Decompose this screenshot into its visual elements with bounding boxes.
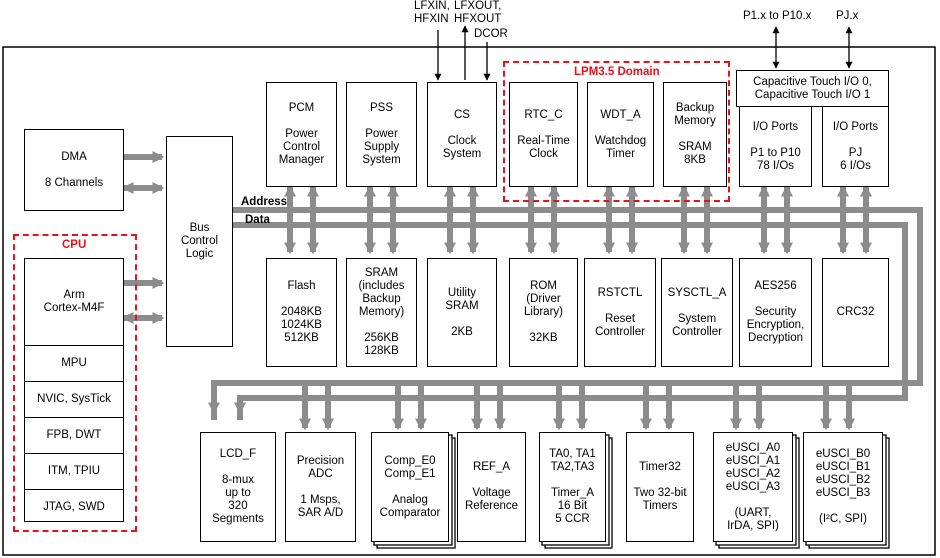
- utility-sram-text: Utility SRAM 2KB: [445, 286, 479, 338]
- rstctl-text: RSTCTL Reset Controller: [595, 286, 645, 338]
- ref-a-block: REF_A Voltage Reference: [457, 432, 526, 542]
- crc32-block: CRC32: [822, 258, 889, 367]
- data-bus-label: Data: [245, 214, 270, 226]
- rtc-text: RTC_C Real-Time Clock: [517, 108, 570, 160]
- dma-text: DMA 8 Channels: [44, 150, 104, 189]
- address-bus-label: Address: [241, 196, 288, 208]
- timer-a-block: TA0, TA1 TA2,TA3 Timer_A 16 Bit 5 CCR: [539, 432, 606, 542]
- bus-control-logic-block: Bus Control Logic: [166, 136, 233, 347]
- sysctl-a-block: SYSCTL_A System Controller: [661, 258, 733, 367]
- comp-text: Comp_E0 Comp_E1 Analog Comparator: [379, 454, 441, 519]
- lpm35-domain-outline: [503, 61, 730, 202]
- cpu-domain-label: CPU: [62, 239, 87, 251]
- cs-text: CS Clock System: [442, 108, 482, 160]
- cpu-domain-outline: [13, 234, 137, 532]
- eusci-a-block: eUSCI_A0 eUSCI_A1 eUSCI_A2 eUSCI_A3 (UAR…: [713, 432, 793, 542]
- lpm35-domain-label: LPM3.5 Domain: [574, 66, 660, 78]
- external-signal-lines: [434, 25, 853, 81]
- utility-sram-block: Utility SRAM 2KB: [427, 258, 497, 367]
- nvic-systick-unit: NVIC, SysTick: [25, 382, 123, 418]
- pss-block: PSS Power Supply System: [346, 82, 417, 187]
- backup-sram-text: Backup Memory SRAM 8KB: [674, 102, 716, 166]
- dma-block: DMA 8 Channels: [24, 129, 124, 211]
- timer-a-text: TA0, TA1 TA2,TA3 Timer_A 16 Bit 5 CCR: [549, 448, 596, 525]
- system-bus: [121, 151, 923, 431]
- cap-touch-text: Capacitive Touch I/O 0, Capacitive Touch…: [753, 75, 872, 101]
- wdt-a-block: WDT_A Watchdog Timer: [587, 82, 654, 187]
- pcm-text: PCM Power Control Manager: [278, 102, 325, 166]
- rtc-c-block: RTC_C Real-Time Clock: [509, 82, 578, 187]
- fpb-dwt-unit: FPB, DWT: [25, 418, 123, 454]
- pcm-block: PCM Power Control Manager: [266, 82, 337, 187]
- adc-text: Precision ADC 1 Msps, SAR A/D: [296, 454, 345, 519]
- bus-control-text: Bus Control Logic: [180, 222, 219, 260]
- pj-label: PJ.x: [836, 10, 859, 22]
- rstctl-block: RSTCTL Reset Controller: [584, 258, 656, 367]
- flash-block: Flash 2048KB 1024KB 512KB: [266, 258, 337, 367]
- timer32-text: Timer32 Two 32-bit Timers: [633, 461, 687, 512]
- cortex-m4f-core: Arm Cortex-M4F: [25, 259, 123, 346]
- lcd-text: LCD_F 8-mux up to 320 Segments: [212, 448, 264, 525]
- capacitive-touch-block: Capacitive Touch I/O 0, Capacitive Touch…: [736, 70, 889, 107]
- lcd-f-block: LCD_F 8-mux up to 320 Segments: [200, 432, 276, 542]
- lfxin-label: LFXIN, HFXIN: [414, 0, 450, 25]
- lfxout-label: LFXOUT, HFXOUT: [454, 0, 502, 25]
- io-ports-p1-p10-block: I/O Ports P1 to P10 78 I/Os: [739, 106, 812, 187]
- mpu-unit: MPU: [25, 346, 123, 382]
- ref-text: REF_A Voltage Reference: [464, 461, 519, 512]
- sram-text: SRAM (includes Backup Memory) 256KB 128K…: [358, 267, 405, 357]
- io-pj-text: I/O Ports PJ 6 I/Os: [832, 120, 879, 172]
- aes256-block: AES256 Security Encryption, Decryption: [739, 258, 812, 367]
- wdt-text: WDT_A Watchdog Timer: [594, 108, 647, 160]
- io-ports-text: I/O Ports P1 to P10 78 I/Os: [750, 120, 801, 172]
- p1-p10-label: P1.x to P10.x: [743, 10, 812, 22]
- sysctl-text: SYSCTL_A System Controller: [667, 286, 727, 338]
- crc-text: CRC32: [836, 306, 875, 318]
- eusci-a-text: eUSCI_A0 eUSCI_A1 eUSCI_A2 eUSCI_A3 (UAR…: [725, 441, 781, 532]
- precision-adc-block: Precision ADC 1 Msps, SAR A/D: [285, 432, 356, 542]
- io-ports-pj-block: I/O Ports PJ 6 I/Os: [822, 106, 889, 187]
- backup-sram-block: Backup Memory SRAM 8KB: [663, 82, 727, 187]
- timer32-block: Timer32 Two 32-bit Timers: [626, 432, 694, 542]
- pss-text: PSS Power Supply System: [362, 102, 401, 166]
- itm-tpiu-unit: ITM, TPIU: [25, 454, 123, 490]
- eusci-b-block: eUSCI_B0 eUSCI_B1 eUSCI_B2 eUSCI_B3 (I²C…: [803, 432, 883, 542]
- cpu-block: Arm Cortex-M4F MPU NVIC, SysTick FPB, DW…: [24, 258, 124, 522]
- aes-text: AES256 Security Encryption, Decryption: [746, 280, 805, 344]
- jtag-swd-unit: JTAG, SWD: [43, 500, 105, 513]
- cs-block: CS Clock System: [427, 82, 497, 187]
- chip-boundary: [2, 46, 936, 556]
- dcor-label: DCOR: [474, 28, 508, 40]
- flash-text: Flash 2048KB 1024KB 512KB: [281, 280, 322, 344]
- eusci-b-text: eUSCI_B0 eUSCI_B1 eUSCI_B2 eUSCI_B3 (I²C…: [815, 448, 871, 525]
- comparator-block: Comp_E0 Comp_E1 Analog Comparator: [371, 432, 449, 542]
- rom-text: ROM (Driver Library) 32KB: [524, 280, 563, 344]
- rom-block: ROM (Driver Library) 32KB: [509, 258, 578, 367]
- sram-block: SRAM (includes Backup Memory) 256KB 128K…: [346, 258, 417, 367]
